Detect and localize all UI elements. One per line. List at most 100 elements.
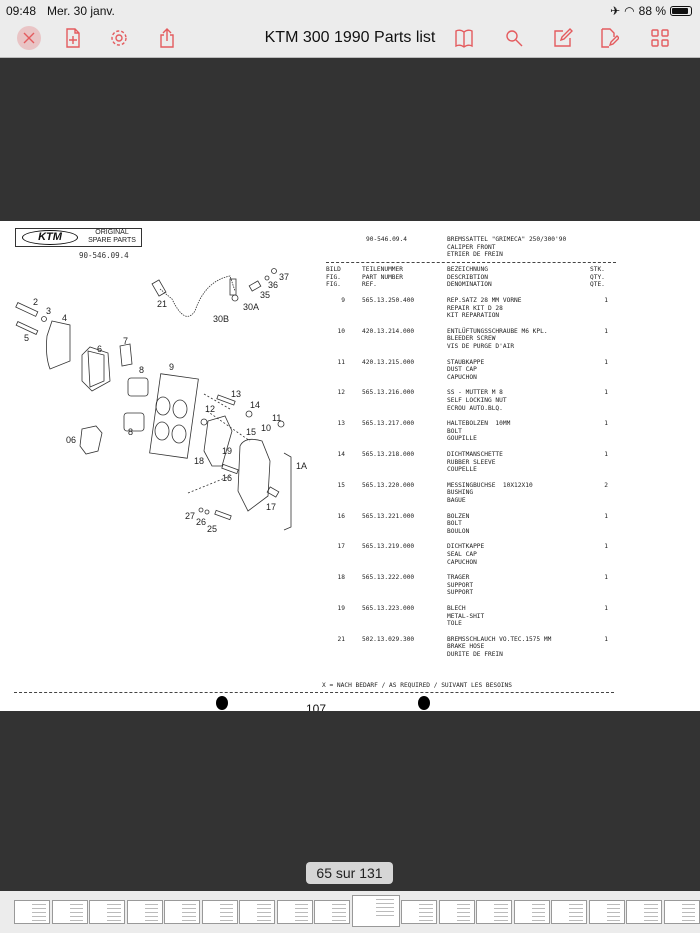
status-indicators: ✈ ◠ 88 % [610,4,692,18]
punch-hole [418,696,430,710]
column-header-fig: FIG. [326,281,341,289]
doc-title-en: CALIPER FRONT [447,243,496,251]
exploded-diagram: 234567889062130B30A353637131412111015191… [15,268,307,534]
row-part-number: 420.13.214.000 [362,327,415,335]
row-description: KIT REPARATION [447,312,500,320]
row-description: TRAGER [447,574,470,582]
grid-view-button[interactable] [648,26,672,50]
page-thumbnail[interactable] [551,900,587,924]
settings-gear-icon [111,30,127,46]
column-header-desc: DENOMINATION [447,281,492,289]
page-thumbnail[interactable] [201,900,238,924]
doc-number: 90-546.09.4 [366,236,407,243]
callout-label: 25 [207,524,217,534]
callout-label: 19 [222,446,232,456]
row-description: SUPPORT [447,589,474,597]
row-description: BOLT [447,520,462,528]
row-fig: 18 [337,574,345,582]
edit-document-icon [601,28,619,48]
row-description: BREMSSCHLAUCH VO.TEC.1575 MM [447,635,552,643]
thumbnail-current-page[interactable] [351,895,400,927]
edit-document-button[interactable] [597,26,621,50]
callout-label: 2 [33,297,38,307]
row-description: VIS DE PURGE D'AIR [447,343,515,350]
row-part-number: 565.13.217.000 [362,420,415,428]
ktm-logo: KTM [22,230,78,245]
row-part-number: 420.13.215.000 [362,358,415,366]
thumbnail-strip[interactable] [0,891,700,933]
document-page[interactable]: KTM ORIGINAL SPARE PARTS 90-546.09.4 [0,221,700,711]
share-button[interactable] [155,26,179,50]
ktm-logo-box: KTM ORIGINAL SPARE PARTS [15,228,142,247]
row-description: COUPELLE [447,466,477,474]
add-page-icon [66,28,80,48]
column-header-desc: DESCRIBTION [447,273,488,281]
page-thumbnail[interactable] [476,900,512,924]
column-header-desc: BEZEICHNUNG [447,266,488,273]
row-part-number: 565.13.223.000 [362,605,415,612]
row-description: BRAKE HOSE [447,643,485,651]
callout-label: 15 [246,427,256,437]
row-description: SEAL CAP [447,551,477,558]
status-time: 09:48 [6,4,37,18]
row-qty: 1 [604,327,608,335]
page-thumbnail[interactable] [14,900,50,924]
callout-label: 8 [128,427,133,437]
page-number: 107 [306,702,327,711]
annotate-button[interactable] [551,26,575,50]
row-fig: 15 [337,481,345,489]
row-qty: 1 [604,574,608,582]
page-thumbnail[interactable] [588,900,625,924]
callout-label: 06 [66,435,76,445]
row-part-number: 565.13.218.000 [362,451,415,458]
callout-label: 7 [123,336,128,346]
page-thumbnail[interactable] [513,900,550,924]
column-header-qty: QTE. [590,281,605,289]
callout-label: 13 [231,389,241,399]
page-thumbnail[interactable] [276,900,313,924]
row-fig: 9 [341,297,345,304]
row-description: TOLE [447,620,462,628]
close-button[interactable] [17,26,41,50]
callout-label: 18 [194,456,204,466]
callout-label: 5 [24,333,29,343]
page-thumbnail[interactable] [164,900,200,924]
callout-label: 12 [205,404,215,414]
page-thumbnail[interactable] [126,900,163,924]
row-fig: 13 [337,420,345,428]
status-date: Mer. 30 janv. [47,4,115,18]
page-thumbnail[interactable] [626,900,662,924]
top-toolbar: 09:48 Mer. 30 janv. ✈ ◠ 88 % KTM 300 199… [0,0,700,58]
row-description: REP.SATZ 28 MM VORNE [447,297,522,304]
bookmarks-button[interactable] [452,26,476,50]
row-description: MESSINGBUCHSE 10X12X10 [447,481,533,489]
page-thumbnail[interactable] [438,900,475,924]
row-qty: 1 [604,635,608,643]
page-thumbnail[interactable] [663,900,700,924]
page-thumbnail[interactable] [239,900,275,924]
add-page-button[interactable] [61,26,85,50]
column-header-part: TEILENUMMER [362,266,403,273]
row-qty: 1 [604,297,608,304]
page-thumbnail[interactable] [51,900,88,924]
row-fig: 21 [337,635,345,643]
page-thumbnail[interactable] [89,900,125,924]
row-qty: 2 [604,481,608,489]
row-description: ENTLÜFTUNGSSCHRAUBE M6 KPL. [447,327,548,335]
brake-hose [159,275,236,317]
row-fig: 14 [337,451,345,458]
logo-line2: SPARE PARTS [88,237,136,244]
page-counter: 65 sur 131 [306,862,393,884]
callout-label: 8 [139,365,144,375]
row-qty: 1 [604,543,608,551]
column-header-fig: FIG. [326,273,341,281]
row-description: BOLZEN [447,512,470,520]
page-thumbnail[interactable] [314,900,350,924]
search-button[interactable] [502,26,526,50]
callout-label: 21 [157,299,167,309]
wifi-icon: ◠ [624,4,635,18]
settings-button[interactable] [107,26,131,50]
battery-icon [670,6,692,16]
page-thumbnail[interactable] [401,900,437,924]
row-description: RUBBER SLEEVE [447,458,496,466]
